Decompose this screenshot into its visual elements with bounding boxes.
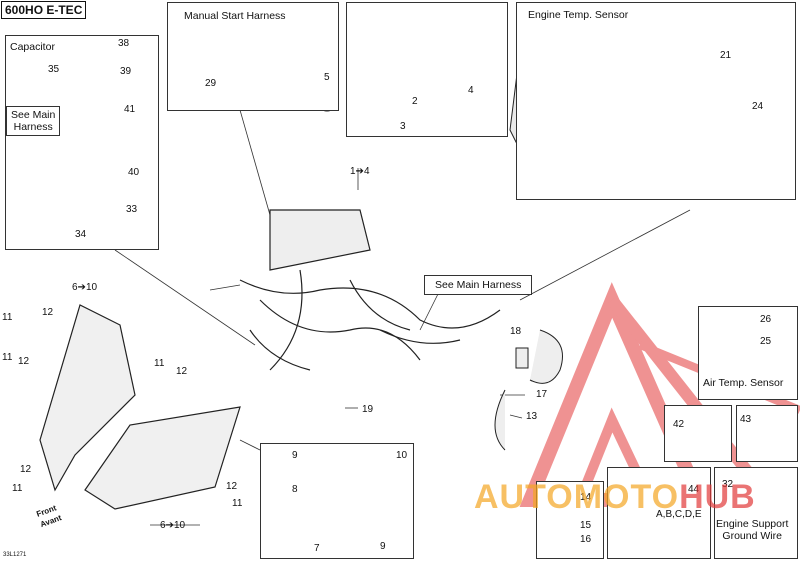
part-number: 8 xyxy=(292,484,298,495)
diagram-title: 600HO E-TEC xyxy=(1,1,87,19)
part-number: 6➔10 xyxy=(160,520,186,531)
part-number: 25 xyxy=(760,336,772,347)
part-number: 24 xyxy=(752,101,764,112)
air-temp-panel xyxy=(698,306,798,400)
part-number: 33 xyxy=(126,204,138,215)
panel-42 xyxy=(664,405,732,462)
bulb-panel xyxy=(260,443,414,559)
part-number: 10 xyxy=(396,450,408,461)
part-number: 1➔4 xyxy=(350,166,370,177)
see-main-harness-callout-2: See Main Harness xyxy=(424,275,533,295)
part-number: 3 xyxy=(400,121,406,132)
part-number: 11 xyxy=(2,312,13,323)
part-number: 21 xyxy=(720,50,732,61)
engine-ground-label: Engine Support Ground Wire xyxy=(716,518,789,542)
part-number: 11 xyxy=(2,352,13,363)
capacitor-label: Capacitor xyxy=(10,41,55,53)
part-number: 18 xyxy=(510,326,522,337)
part-number: 16 xyxy=(580,534,592,545)
part-number: 5 xyxy=(324,72,330,83)
part-number: 17 xyxy=(536,389,548,400)
see-main-harness-callout-1: See Main Harness xyxy=(6,106,61,136)
part-number: 34 xyxy=(75,229,87,240)
panel-14-16 xyxy=(536,481,604,559)
part-number: 32 xyxy=(722,479,734,490)
watermark-text: AUTOMOTOHUB xyxy=(474,478,756,516)
part-number: 35 xyxy=(48,64,60,75)
part-number: 2 xyxy=(412,96,418,107)
part-number: 7 xyxy=(314,543,320,554)
engine-temp-label: Engine Temp. Sensor xyxy=(528,9,629,21)
engine-ground-panel xyxy=(714,467,798,559)
part-number: 9 xyxy=(292,450,298,461)
part-number: 13 xyxy=(526,411,538,422)
part-number: 44 xyxy=(688,484,700,495)
manual-start-panel xyxy=(167,2,339,111)
drawing-code: 33L1271 xyxy=(3,552,27,558)
capacitor-panel xyxy=(5,35,159,250)
part-number: 11 xyxy=(232,498,243,509)
part-number: 14 xyxy=(580,492,592,503)
part-number: 12 xyxy=(176,366,188,377)
gauge-panel xyxy=(346,2,508,137)
air-temp-label: Air Temp. Sensor xyxy=(703,377,784,389)
part-number: 40 xyxy=(128,167,140,178)
part-number: 11 xyxy=(12,483,23,494)
part-number: 29 xyxy=(205,78,217,89)
engine-temp-panel xyxy=(516,2,796,200)
part-number: 42 xyxy=(673,419,685,430)
part-number: 12 xyxy=(226,481,238,492)
part-number: 15 xyxy=(580,520,592,531)
part-number: 12 xyxy=(18,356,30,367)
part-number: 12 xyxy=(42,307,54,318)
panel-43 xyxy=(736,405,798,462)
part-number: 4 xyxy=(468,85,474,96)
panel-44 xyxy=(607,467,711,559)
part-number: 19 xyxy=(362,404,374,415)
part-number: 41 xyxy=(124,104,136,115)
part-number: 26 xyxy=(760,314,772,325)
part-number: 12 xyxy=(20,464,32,475)
manual-start-label: Manual Start Harness xyxy=(184,10,286,22)
part-number: 6➔10 xyxy=(72,282,98,293)
part-number: 38 xyxy=(118,38,130,49)
part-number: 43 xyxy=(740,414,752,425)
part-number: A,B,C,D,E xyxy=(656,509,702,520)
part-number: 11 xyxy=(154,358,165,369)
part-number: 9 xyxy=(380,541,386,552)
part-number: 39 xyxy=(120,66,132,77)
